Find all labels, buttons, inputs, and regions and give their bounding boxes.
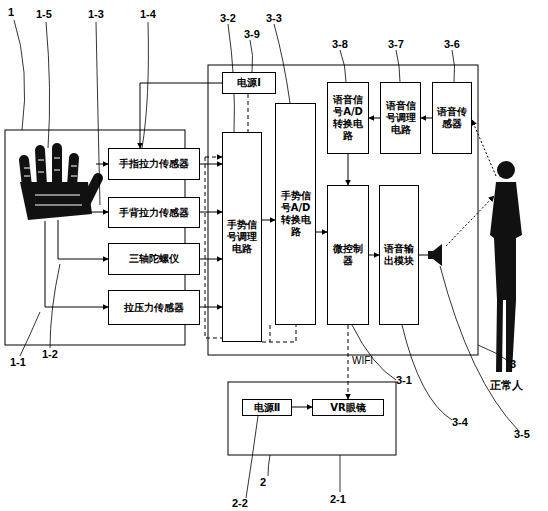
box-text: 手指拉力传感器 <box>119 158 189 170</box>
callout-number: 3-6 <box>444 38 460 50</box>
glove-illustration <box>20 148 98 220</box>
box-text: VR眼镜 <box>330 402 365 414</box>
box-text: 微控制器 <box>329 243 367 267</box>
signal-connector <box>348 325 349 399</box>
processing-unit-frame <box>208 65 478 355</box>
callout-number: 2-2 <box>232 497 248 509</box>
process-box: 手背拉力传感器 <box>108 197 200 228</box>
callout-number: 3-3 <box>266 12 282 24</box>
signal-connector <box>200 212 222 213</box>
process-box: 语音传感器 <box>432 82 472 154</box>
process-box: 手势信号调理电路 <box>222 132 262 342</box>
signal-connector <box>369 118 380 119</box>
box-text: 语音信号A/D转换电路 <box>329 94 367 142</box>
callout-number: 正常人 <box>490 378 523 393</box>
box-text: 三轴陀螺仪 <box>129 253 179 265</box>
speaker-symbol <box>419 244 442 266</box>
callout-number: 3-5 <box>514 428 530 440</box>
callout-number: 3-2 <box>220 12 236 24</box>
process-box: 手指拉力传感器 <box>108 148 200 180</box>
process-box: VR眼镜 <box>312 399 384 416</box>
process-box: 三轴陀螺仪 <box>108 243 200 275</box>
signal-connector <box>200 259 222 260</box>
edge-label: WIFI <box>352 355 373 366</box>
process-box: 语音信号A/D转换电路 <box>327 82 369 154</box>
box-text: 语音信号调理电路 <box>382 100 419 136</box>
callout-number: 3-1 <box>396 374 412 386</box>
signal-connector <box>421 118 432 119</box>
box-text: 手背拉力传感器 <box>119 207 189 219</box>
process-box: 语音输出模块 <box>379 185 419 325</box>
box-text: 电源Ⅱ <box>254 402 281 414</box>
process-box: 电源Ⅱ <box>242 399 292 416</box>
signal-connector <box>200 164 222 165</box>
sensor-wire <box>45 164 108 307</box>
callout-number: 1-5 <box>36 8 52 20</box>
callout-number: 1-4 <box>140 8 156 20</box>
process-box: 语音信号调理电路 <box>380 82 421 154</box>
box-text: 手势信号A/D转换电路 <box>277 190 314 238</box>
signal-connector <box>140 83 222 148</box>
callout-number: 3-7 <box>388 38 404 50</box>
leader-line <box>14 20 518 498</box>
callout-number: 3-9 <box>244 28 260 40</box>
process-box: 手势信号A/D转换电路 <box>275 103 316 325</box>
process-box: 拉压力传感器 <box>108 290 200 325</box>
box-text: 手势信号调理电路 <box>224 219 260 255</box>
signal-connector <box>316 232 327 233</box>
callout-number: 3-4 <box>452 416 468 428</box>
signal-connector <box>348 154 349 185</box>
callout-number: 2-1 <box>330 493 346 505</box>
callout-number: 1 <box>8 6 14 18</box>
callout-number: 2 <box>260 476 266 488</box>
callout-number: 3 <box>510 358 516 370</box>
box-text: 拉压力传感器 <box>124 302 184 314</box>
signal-connector <box>369 255 379 256</box>
callout-number: 1-1 <box>10 356 26 368</box>
signal-connector <box>262 220 275 221</box>
signal-connector <box>292 407 312 408</box>
process-box: 微控制器 <box>327 185 369 325</box>
vr-unit-frame <box>228 382 396 455</box>
box-text: 语音传感器 <box>434 106 470 130</box>
callout-number: 1-3 <box>88 8 104 20</box>
box-text: 电源Ⅰ <box>237 77 261 89</box>
callout-number: 1-2 <box>42 348 58 360</box>
callout-number: 3-8 <box>332 38 348 50</box>
person-figure <box>490 161 522 372</box>
signal-connector <box>200 307 222 308</box>
box-text: 语音输出模块 <box>381 243 417 267</box>
process-box: 电源Ⅰ <box>222 72 276 94</box>
